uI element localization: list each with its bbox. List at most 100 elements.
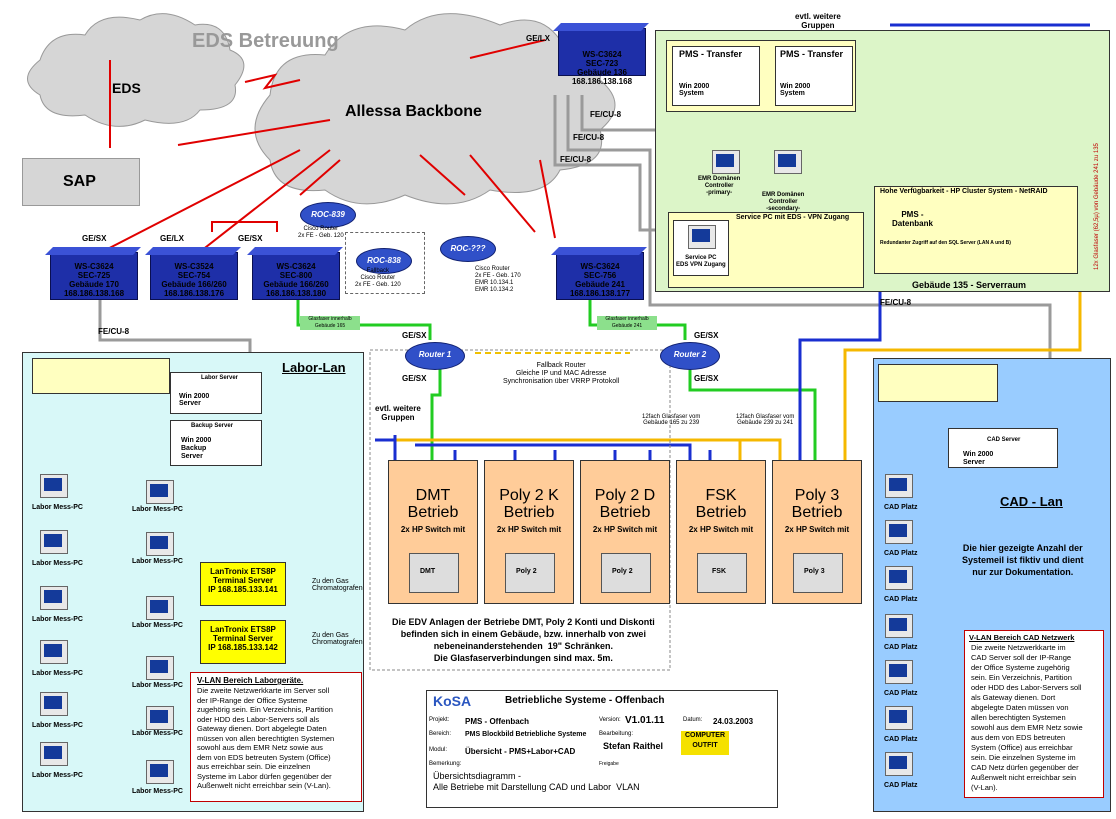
router-1-icon: Router 1 <box>405 342 465 370</box>
labor-pc-icon-12 <box>146 760 174 784</box>
router-roc838-icon: ROC-838 <box>356 248 412 274</box>
title-version: V1.01.11 <box>625 715 665 726</box>
betrieb-poly3-name: Poly 3 Betrieb <box>791 487 843 521</box>
betrieb-poly3-badge-box: Poly 3 <box>793 553 843 593</box>
betrieb-poly2k-badge: Poly 2 <box>516 568 537 575</box>
cad-pc-icon-1 <box>885 474 913 498</box>
labor-pc-label-3: Labor Mess-PC <box>32 616 83 623</box>
betrieb-dmt-badge-box: DMT <box>409 553 459 593</box>
page-title: EDS Betreuung <box>192 30 339 52</box>
emr-secondary-pc-icon <box>774 150 802 174</box>
switch-sec756-ip: 168.186.138.177 <box>569 289 631 298</box>
switch-sec723-model: WS-C3624 <box>582 50 622 59</box>
cloud-backbone-label: Allessa Backbone <box>345 103 482 120</box>
cluster-frame <box>874 186 1078 274</box>
labor-server-title: Labor Server <box>201 375 239 381</box>
cad-pc-label-2: CAD Platz <box>884 550 918 557</box>
switch-sec725-model: WS-C3624 <box>74 262 114 271</box>
cad-server-box: CAD Server Win 2000 Server <box>948 428 1058 468</box>
title-block: KoSA Betriebliche Systeme - Offenbach Pr… <box>426 690 778 808</box>
cloud-eds-label: EDS <box>112 80 141 96</box>
labor-pc-icon-10 <box>146 656 174 680</box>
labor-pc-label-8: Labor Mess-PC <box>132 558 183 565</box>
labor-pc-label-1: Labor Mess-PC <box>32 504 83 511</box>
glasfaser-241-label: Glasfaser innerhalb Gebäude 241 <box>597 316 657 330</box>
service-pc-icon <box>688 225 716 249</box>
cad-pc-icon-2 <box>885 520 913 544</box>
labor-pc-icon-11 <box>146 706 174 730</box>
pms-transfer-2: PMS - Transfer Win 2000 System <box>775 46 853 106</box>
labor-pc-label-12: Labor Mess-PC <box>132 788 183 795</box>
glasfaser-b-label: 12fach Glasfaser vom Gebäude 239 zu 241 <box>736 414 795 426</box>
labor-pc-icon-3 <box>40 586 68 610</box>
title-version-label: Version: <box>599 717 621 723</box>
title-projekt: PMS - Offenbach <box>465 717 530 726</box>
title-header: Betriebliche Systeme - Offenbach <box>505 695 665 706</box>
cad-pc-label-5: CAD Platz <box>884 690 918 697</box>
cad-pc-label-3: CAD Platz <box>884 596 918 603</box>
labor-pc-icon-2 <box>40 530 68 554</box>
switch-sec723-id: SEC-723 <box>585 59 619 68</box>
cad-vlan-box: V-LAN Bereich CAD Netzwerk Die zweite Ne… <box>964 630 1104 798</box>
labor-pc-icon-7 <box>146 480 174 504</box>
router-roc839-desc: Cisco Router 2x FE - Geb. 120 <box>298 226 344 239</box>
fallback-router-frame <box>345 232 425 294</box>
labor-pc-label-9: Labor Mess-PC <box>132 622 183 629</box>
router-rocq-icon: ROC-??? <box>440 236 496 262</box>
switch-sec800-building: Gebäude 166/260 <box>263 280 329 289</box>
switch-sec756-id: SEC-756 <box>583 271 617 280</box>
emr-secondary-label: EMR Domänen Controller -secondary- <box>762 192 805 212</box>
betrieb-poly2k: Poly 2 K Betrieb 2x HP Switch mit Poly 2 <box>484 460 574 604</box>
router-rocq-label: ROC-??? <box>450 244 486 253</box>
labor-server-box: Labor Server Win 2000 Server <box>170 372 262 414</box>
glasfaser-a-label: 12fach Glasfaser vom Gebäude 165 zu 239 <box>642 414 701 426</box>
link-label-ge-sx-1: GE/SX <box>82 234 107 243</box>
cad-pc-label-7: CAD Platz <box>884 782 918 789</box>
labor-pc-label-10: Labor Mess-PC <box>132 682 183 689</box>
link-label-fe-3: FE/CU-8 <box>560 155 592 164</box>
emr-primary-pc-icon <box>712 150 740 174</box>
labor-pc-icon-8 <box>146 532 174 556</box>
link-label-ge-sx-4: GE/SX <box>402 374 427 383</box>
link-label-ge-lx: GE/LX <box>160 234 185 243</box>
betrieb-poly2d-switch: 2x HP Switch mit <box>592 525 658 534</box>
title-company-logo: COMPUTER OUTFIT <box>681 731 729 755</box>
labor-lan-title: Labor-Lan <box>282 360 346 375</box>
switch-sec800-id: SEC-800 <box>279 271 313 280</box>
switch-sec754-id: SEC-754 <box>177 271 211 280</box>
service-pc-label: Service PC EDS VPN Zugang <box>676 255 726 268</box>
cad-pc-icon-4 <box>885 614 913 638</box>
switch-sec725-building: Gebäude 170 <box>69 280 119 289</box>
labor-pc-label-11: Labor Mess-PC <box>132 730 183 737</box>
labor-vlan-box: V-LAN Bereich Laborgeräte. Die zweite Ne… <box>190 672 362 802</box>
edv-note: Die EDV Anlagen der Betriebe DMT, Poly 2… <box>392 617 655 663</box>
pms-db-label: PMS - Datenbank <box>892 210 933 228</box>
betrieb-poly2d-badge: Poly 2 <box>612 568 633 575</box>
switch-sec800 <box>252 252 340 300</box>
router-rocq-desc: Cisco Router 2x FE - Geb. 170 EMR 10.134… <box>475 266 521 293</box>
sap-box: SAP <box>22 158 140 206</box>
switch-sec756 <box>556 252 644 300</box>
switch-sec723-building: Gebäude 136 <box>577 68 627 77</box>
serverraum-title: Gebäude 135 - Serverraum <box>912 280 1027 290</box>
pms-transfer-2-title: PMS - Transfer <box>780 49 844 59</box>
switch-sec725-ip: 168.186.138.168 <box>63 289 125 298</box>
router-roc838-desc: Fallback Cisco Router 2x FE - Geb. 120 <box>355 268 401 288</box>
switch-sec756-building: Gebäude 241 <box>575 280 625 289</box>
betrieb-poly3-switch: 2x HP Switch mit <box>784 525 850 534</box>
link-label-ge-sx-5: GE/SX <box>694 331 719 340</box>
link-label-ge-sx-3: GE/SX <box>402 331 427 340</box>
link-label-fe-5: FE/CU-8 <box>880 298 912 307</box>
cad-pc-icon-6 <box>885 706 913 730</box>
router-2-icon: Router 2 <box>660 342 720 370</box>
switch-sec725-id: SEC-725 <box>77 271 111 280</box>
cad-pc-icon-3 <box>885 566 913 590</box>
switch-sec800-model: WS-C3624 <box>276 262 316 271</box>
glasfaser-165-label: Glasfaser innerhalb Gebäude 165 <box>300 316 360 330</box>
fallback-router-note: Fallback Router Gleiche IP und MAC Adres… <box>503 362 620 385</box>
title-datum-label: Datum: <box>683 717 703 723</box>
cad-pc-label-6: CAD Platz <box>884 736 918 743</box>
link-label-ge-lx-top: GE/LX <box>526 34 551 43</box>
labor-pc-icon-5 <box>40 692 68 716</box>
labor-pc-label-4: Labor Mess-PC <box>32 670 83 677</box>
